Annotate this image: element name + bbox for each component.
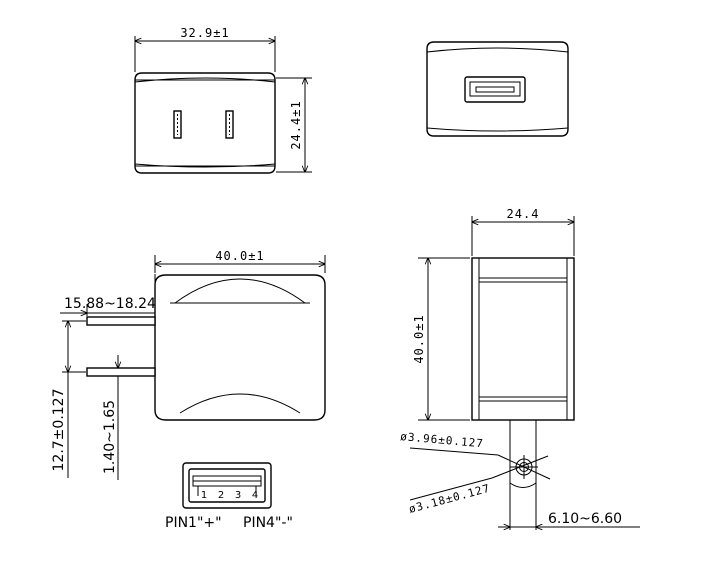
- cable-width-dim: 6.10~6.60: [548, 511, 622, 527]
- prong-slot-left: [173, 110, 182, 139]
- usb-port-detail: 1 2 3 4 PIN1"+" PIN4"-": [165, 462, 293, 531]
- side-view: 40.0±1 15.88~18.24 12.7±0.127 1.40~1.65: [51, 249, 326, 480]
- prong-length-dim: 15.88~18.24: [64, 296, 156, 312]
- pin1-label: PIN1"+": [165, 515, 222, 531]
- prong-thickness-dim: 1.40~1.65: [102, 400, 118, 474]
- front-view: 24.4 40.0±1 ø3.96±0.127 ø3.18±0.127 6.10…: [400, 207, 640, 530]
- prong-top: [86, 316, 156, 326]
- outer-diameter-dim: ø3.96±0.127: [400, 430, 485, 450]
- front-width-dim: 24.4: [507, 207, 540, 221]
- pin4-label: PIN4"-": [243, 515, 293, 531]
- top-height-dim: 24.4±1: [289, 100, 303, 149]
- top-view: 32.9±1 24.4±1: [134, 26, 312, 174]
- usb-pin-3: 3: [235, 490, 241, 501]
- prong-spacing-dim: 12.7±0.127: [51, 389, 67, 472]
- front-height-dim: 40.0±1: [412, 314, 426, 363]
- side-length-dim: 40.0±1: [215, 249, 264, 263]
- prong-slot-right: [225, 110, 234, 139]
- usb-pin-1: 1: [201, 490, 207, 501]
- prong-bottom: [86, 367, 156, 377]
- usb-pin-4: 4: [252, 490, 258, 501]
- usb-port: [464, 76, 526, 103]
- inner-diameter-dim: ø3.18±0.127: [407, 482, 491, 516]
- usb-pin-2: 2: [218, 490, 224, 501]
- top-width-dim: 32.9±1: [180, 26, 229, 40]
- usb-end-view: [426, 41, 569, 137]
